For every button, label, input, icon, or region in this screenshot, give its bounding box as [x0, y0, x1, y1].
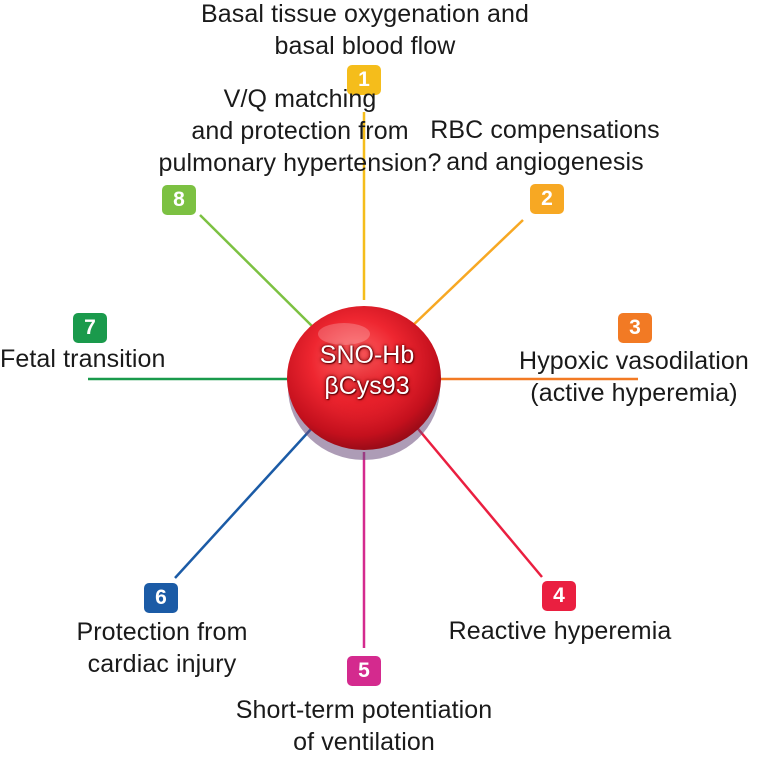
badge-3: 3	[618, 313, 652, 343]
badge-5: 5	[347, 656, 381, 686]
spoke-2	[407, 219, 524, 331]
label-3-line-2: (active hyperemia)	[530, 379, 738, 407]
label-5: Short-term potentiation of ventilation	[194, 694, 534, 758]
badge-2: 2	[530, 184, 564, 214]
center-label-line-2: βCys93	[324, 372, 410, 400]
center-label: SNO-Hb βCys93	[292, 340, 442, 402]
badge-8: 8	[162, 185, 196, 215]
spoke-6	[174, 427, 313, 579]
label-6-line-2: cardiac injury	[87, 650, 237, 678]
label-2-line-2: and angiogenesis	[446, 148, 644, 176]
label-7: Fetal transition	[0, 343, 200, 375]
label-5-line-1: Short-term potentiation	[235, 696, 493, 724]
label-3: Hypoxic vasodilation (active hyperemia)	[504, 345, 762, 409]
spoke-8	[199, 214, 317, 331]
label-8-line-1: V/Q matching	[223, 85, 377, 113]
spoke-4	[413, 423, 543, 578]
label-1-line-2: basal blood flow	[274, 32, 456, 60]
label-2: RBC compensations and angiogenesis	[410, 114, 680, 178]
badge-6: 6	[144, 583, 178, 613]
label-2-line-1: RBC compensations	[430, 116, 660, 144]
label-4-line-1: Reactive hyperemia	[448, 617, 672, 645]
badge-7: 7	[73, 313, 107, 343]
label-8-line-3: pulmonary hypertension?	[158, 149, 442, 177]
red-blood-cell	[287, 306, 441, 460]
center-label-line-1: SNO-Hb	[319, 341, 415, 369]
label-3-line-1: Hypoxic vasodilation	[519, 347, 749, 375]
label-8-line-2: and protection from	[191, 117, 409, 145]
badge-4: 4	[542, 581, 576, 611]
label-5-line-2: of ventilation	[293, 728, 435, 756]
label-1: Basal tissue oxygenation and basal blood…	[180, 0, 550, 62]
label-4: Reactive hyperemia	[425, 615, 695, 647]
label-1-line-1: Basal tissue oxygenation and	[200, 0, 530, 28]
label-6-line-1: Protection from	[76, 618, 248, 646]
label-6: Protection from cardiac injury	[52, 616, 272, 680]
label-8: V/Q matching and protection from pulmona…	[140, 83, 460, 179]
badge-1: 1	[347, 65, 381, 95]
label-7-line-1: Fetal transition	[0, 345, 166, 373]
